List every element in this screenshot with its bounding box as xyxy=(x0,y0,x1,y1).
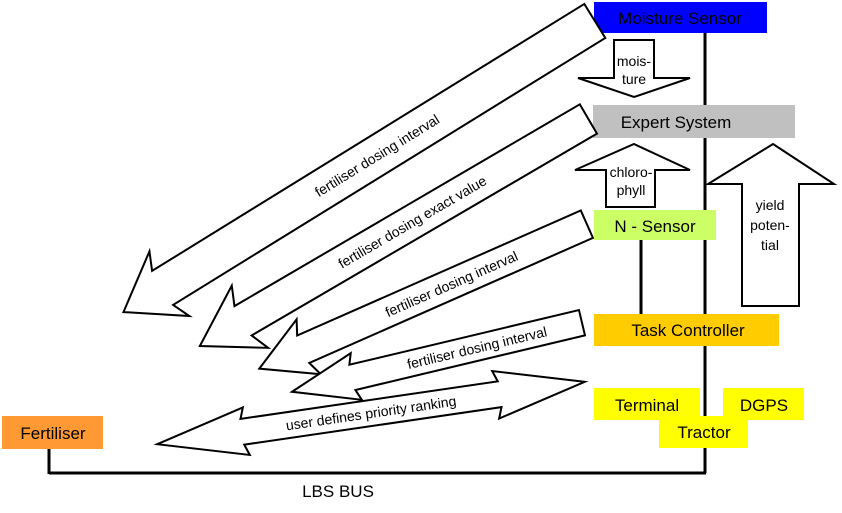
n-sensor-node: N - Sensor xyxy=(594,210,716,240)
dosing-exact-value-arrow-shape xyxy=(198,102,599,349)
moisture-arrow-shape xyxy=(577,39,691,99)
chlorophyll-label-line1: chloro- xyxy=(610,164,653,180)
expert-system-box xyxy=(593,105,795,138)
tractor-box xyxy=(659,416,748,448)
dosing-interval-arrow-1-label: fertiliser dosing interval xyxy=(312,111,442,200)
dosing-interval-arrow-3-shape xyxy=(289,308,587,402)
yield-potential-label-line2: poten- xyxy=(750,217,790,233)
tractor-label: Tractor xyxy=(677,423,731,442)
task-controller-box xyxy=(594,314,779,346)
moisture-label-line2: ture xyxy=(622,71,646,87)
fertiliser-box xyxy=(2,416,103,449)
moisture-sensor-box xyxy=(594,2,767,33)
dosing-interval-arrow-2-shape xyxy=(257,209,595,376)
yield-potential-arrow-shape xyxy=(704,142,838,307)
yield-potential-label-line1: yield xyxy=(756,197,785,213)
terminal-box xyxy=(594,388,700,420)
priority-ranking-arrow-shape xyxy=(153,369,589,457)
terminal-label: Terminal xyxy=(615,396,679,415)
moisture-sensor-label: Moisture Sensor xyxy=(618,9,742,28)
task-controller-label: Task Controller xyxy=(631,321,745,340)
yield-potential-flow-arrow: yield poten- tial xyxy=(704,142,838,307)
fertiliser-node: Fertiliser xyxy=(2,416,103,449)
n-sensor-box xyxy=(594,210,716,240)
tractor-group: Terminal DGPS Tractor xyxy=(594,388,804,448)
moisture-label-line1: mois- xyxy=(617,53,652,69)
fertiliser-label: Fertiliser xyxy=(20,424,86,443)
dgps-box xyxy=(723,388,804,420)
dgps-label: DGPS xyxy=(740,396,788,415)
yield-potential-label-line3: tial xyxy=(761,237,779,253)
chlorophyll-label-line2: phyll xyxy=(617,182,646,198)
priority-ranking-arrow: user defines priority ranking xyxy=(153,369,589,457)
chlorophyll-flow-arrow: chloro- phyll xyxy=(574,142,691,208)
moisture-flow-arrow: mois- ture xyxy=(577,39,691,99)
chlorophyll-arrow-shape xyxy=(574,142,691,208)
expert-system-label: Expert System xyxy=(621,113,732,132)
moisture-sensor-node: Moisture Sensor xyxy=(594,2,767,33)
dosing-interval-arrow-2-label: fertiliser dosing interval xyxy=(383,248,520,320)
lbs-bus-label: LBS BUS xyxy=(302,482,374,501)
dosing-interval-arrow-1-shape xyxy=(121,2,607,318)
dosing-interval-arrow-1: fertiliser dosing interval xyxy=(121,2,607,318)
expert-system-node: Expert System xyxy=(593,105,795,138)
n-sensor-label: N - Sensor xyxy=(614,217,696,236)
task-controller-node: Task Controller xyxy=(594,314,779,346)
